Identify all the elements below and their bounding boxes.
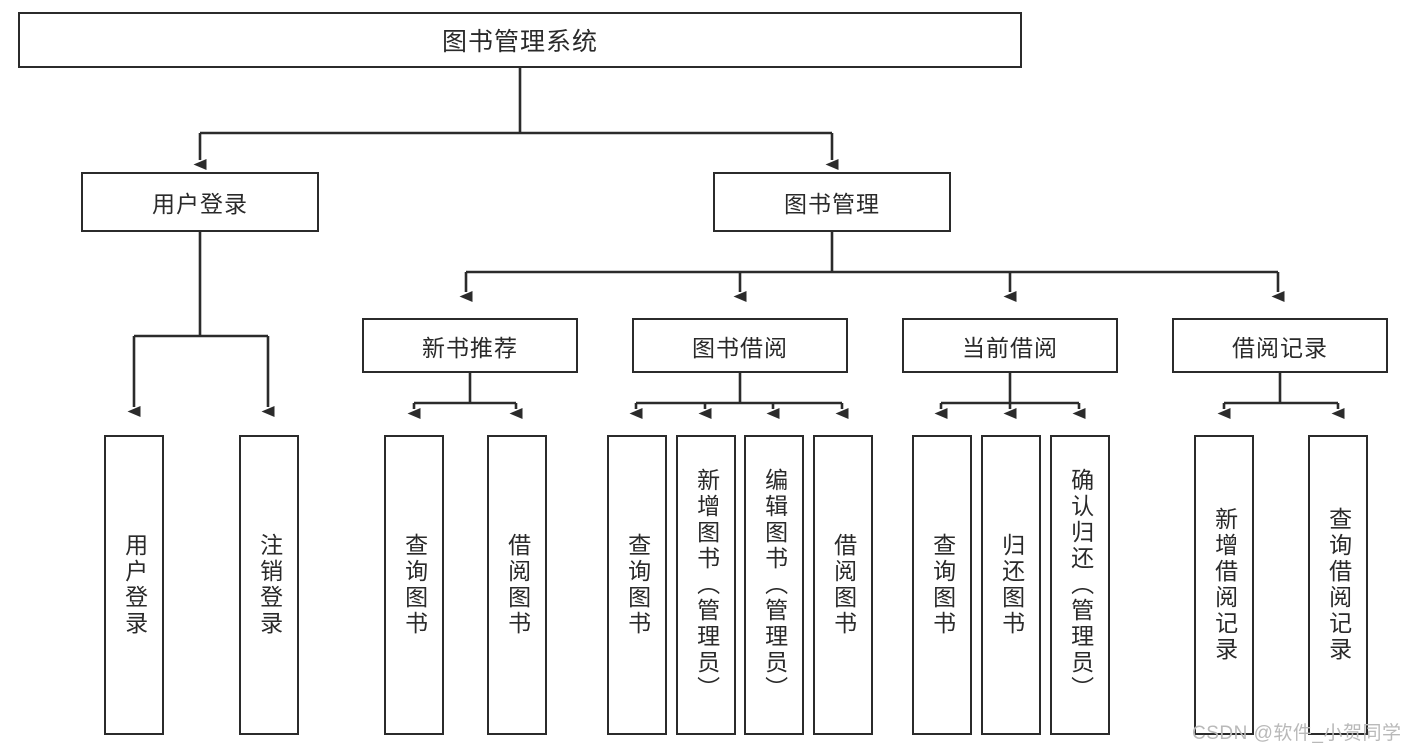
node-leaf-query-book-1[interactable]: 查询图书 <box>384 435 444 735</box>
node-current-borrow[interactable]: 当前借阅 <box>902 318 1118 373</box>
node-user-login[interactable]: 用户登录 <box>81 172 319 232</box>
node-label: 查询图书 <box>929 533 956 637</box>
node-borrow-record[interactable]: 借阅记录 <box>1172 318 1388 373</box>
node-leaf-borrow-book-1[interactable]: 借阅图书 <box>487 435 547 735</box>
node-book-management[interactable]: 图书管理 <box>713 172 951 232</box>
node-leaf-add-record[interactable]: 新增借阅记录 <box>1194 435 1254 735</box>
node-leaf-user-logout[interactable]: 注销登录 <box>239 435 299 735</box>
node-leaf-query-record[interactable]: 查询借阅记录 <box>1308 435 1368 735</box>
node-label: 用户登录 <box>152 191 248 217</box>
node-label: 借阅记录 <box>1232 334 1328 361</box>
node-label: 用户登录 <box>121 533 148 637</box>
node-label: 图书管理 <box>784 191 880 217</box>
node-label: 新书推荐 <box>422 334 518 361</box>
node-new-book-recommend[interactable]: 新书推荐 <box>362 318 578 373</box>
node-label: 确认归还（管理员） <box>1067 468 1094 702</box>
node-label: 图书管理系统 <box>441 28 598 56</box>
node-label: 新增借阅记录 <box>1211 507 1238 663</box>
node-label: 注销登录 <box>256 533 283 637</box>
node-leaf-add-book[interactable]: 新增图书（管理员） <box>676 435 736 735</box>
node-label: 查询图书 <box>624 533 651 637</box>
node-label: 借阅图书 <box>504 533 531 637</box>
node-label: 编辑图书（管理员） <box>761 468 788 702</box>
node-label: 归还图书 <box>998 533 1025 637</box>
node-root-book-management-system[interactable]: 图书管理系统 <box>18 12 1022 68</box>
node-label: 查询图书 <box>401 533 428 637</box>
node-leaf-edit-book[interactable]: 编辑图书（管理员） <box>744 435 804 735</box>
node-leaf-confirm-return[interactable]: 确认归还（管理员） <box>1050 435 1110 735</box>
node-label: 借阅图书 <box>830 533 857 637</box>
node-label: 当前借阅 <box>962 334 1058 361</box>
node-label: 图书借阅 <box>692 334 788 361</box>
node-leaf-borrow-book-2[interactable]: 借阅图书 <box>813 435 873 735</box>
node-label: 查询借阅记录 <box>1325 507 1352 663</box>
node-leaf-user-login[interactable]: 用户登录 <box>104 435 164 735</box>
csdn-watermark: CSDN @软件_小贺同学 <box>1192 723 1402 744</box>
node-leaf-query-book-2[interactable]: 查询图书 <box>607 435 667 735</box>
node-book-borrow[interactable]: 图书借阅 <box>632 318 848 373</box>
node-leaf-return-book[interactable]: 归还图书 <box>981 435 1041 735</box>
node-label: 新增图书（管理员） <box>693 468 720 702</box>
node-leaf-query-book-3[interactable]: 查询图书 <box>912 435 972 735</box>
